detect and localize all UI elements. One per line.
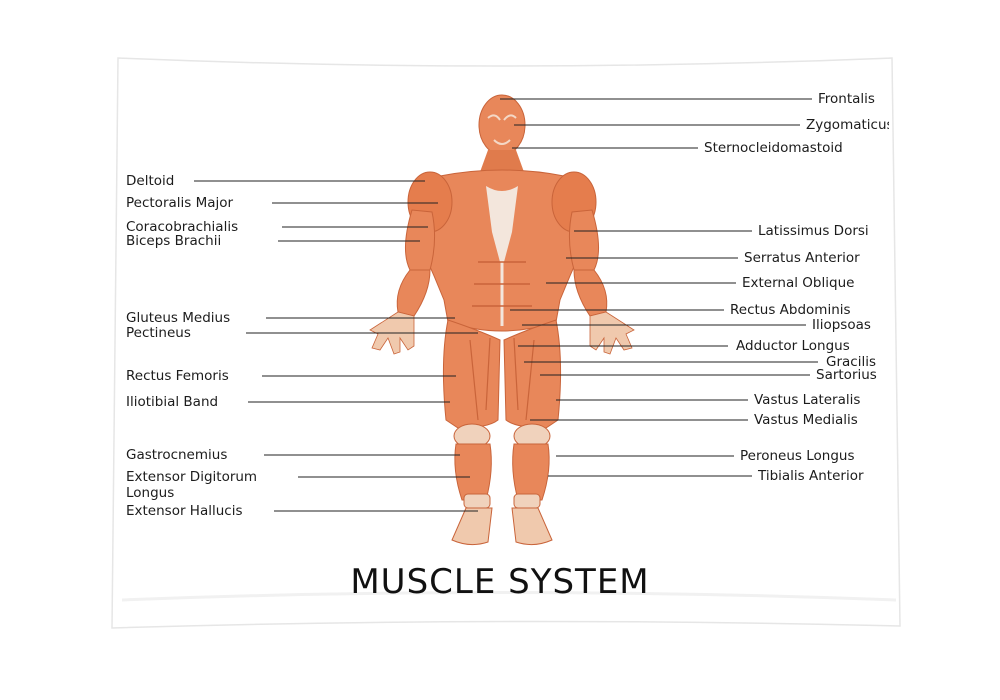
label-adductor-longus: Adductor Longus bbox=[736, 338, 850, 354]
label-vastus-medialis: Vastus Medialis bbox=[754, 412, 858, 428]
label-gluteus-medius: Gluteus Medius bbox=[126, 310, 231, 326]
sternum bbox=[486, 186, 518, 262]
label-extensor-hallucis: Extensor Hallucis bbox=[126, 503, 243, 519]
label-gastrocnemius: Gastrocnemius bbox=[126, 447, 228, 463]
label-vastus-lateralis: Vastus Lateralis bbox=[754, 392, 861, 408]
label-serratus-anterior: Serratus Anterior bbox=[744, 250, 860, 266]
leader-lines-left bbox=[194, 180, 478, 512]
label-deltoid: Deltoid bbox=[126, 173, 175, 189]
label-pectoralis-major: Pectoralis Major bbox=[126, 195, 234, 211]
label-extensor-digitorum: Extensor Digitorum bbox=[126, 469, 258, 485]
label-longus: Longus bbox=[126, 485, 175, 501]
label-iliotibial-band: Iliotibial Band bbox=[126, 394, 219, 410]
label-sartorius: Sartorius bbox=[816, 367, 877, 383]
label-pectineus: Pectineus bbox=[126, 325, 191, 341]
label-rectus-femoris: Rectus Femoris bbox=[126, 368, 229, 384]
diagram-title: MUSCLE SYSTEM bbox=[350, 562, 650, 602]
label-rectus-abdominis: Rectus Abdominis bbox=[730, 302, 851, 318]
label-frontalis: Frontalis bbox=[818, 91, 875, 107]
foot-left bbox=[451, 507, 493, 546]
label-iliopsoas: Iliopsoas bbox=[812, 317, 871, 333]
foot-right bbox=[511, 507, 553, 546]
thigh-lines bbox=[469, 337, 535, 421]
neck bbox=[480, 150, 524, 172]
label-zygomaticus: Zygomaticus bbox=[806, 117, 889, 133]
abs-rows bbox=[472, 261, 532, 307]
label-tibialis-anterior: Tibialis Anterior bbox=[758, 468, 864, 484]
label-biceps-brachii: Biceps Brachii bbox=[126, 233, 222, 249]
muscle-figure bbox=[369, 94, 635, 546]
right-label-area: Frontalis Zygomaticus Sternocleidomastoi… bbox=[704, 91, 889, 484]
label-sternocleidomastoid: Sternocleidomastoid bbox=[704, 140, 843, 156]
label-external-oblique: External Oblique bbox=[742, 275, 855, 291]
leader-lines-right bbox=[500, 98, 818, 477]
label-latissimus-dorsi: Latissimus Dorsi bbox=[758, 223, 869, 239]
label-gracilis: Gracilis bbox=[826, 354, 876, 370]
label-coracobrachialis: Coracobrachialis bbox=[126, 219, 239, 235]
face-detail bbox=[487, 114, 517, 145]
label-peroneus-longus: Peroneus Longus bbox=[740, 448, 855, 464]
fabric-fold bbox=[121, 591, 897, 602]
